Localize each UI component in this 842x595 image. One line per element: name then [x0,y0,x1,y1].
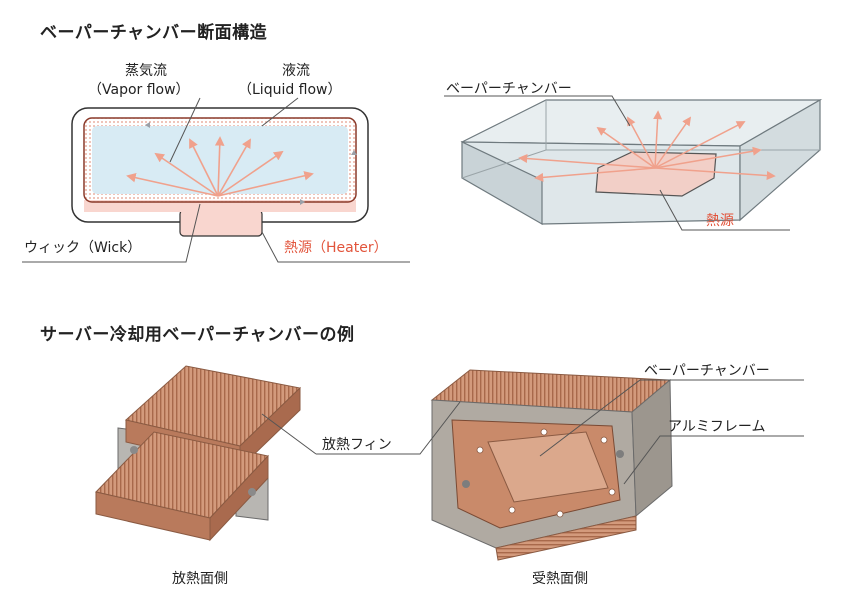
liquid-flow-sub: （Liquid flow） [238,82,342,98]
liquid-flow-label: 液流 [282,63,310,79]
section-title-structure: ベーパーチャンバー断面構造 [40,23,268,43]
heater-spread [84,200,356,212]
heatsink-photo-fin-side [95,365,302,542]
heater-label: 熱源（Heater） [284,240,388,256]
vc-label: ベーパーチャンバー [644,363,770,379]
caption-fin-side: 放熱面側 [172,571,228,587]
vapor-flow-label: 蒸気流 [125,63,167,79]
fin-label: 放熱フィン [322,437,392,453]
vapor-arrows-3d [518,110,776,182]
heatsink-photo-receive-side [430,369,673,561]
liquid-arrows [145,122,357,205]
section-title-example: サーバー冷却用ベーパーチャンバーの例 [40,325,355,345]
heater-block [179,209,263,237]
caption-receive-side: 受熱面側 [532,571,588,587]
vc-3d-label: ベーパーチャンバー [446,81,572,97]
vapor-arrows [126,136,314,197]
vapor-flow-sub: （Vapor flow） [88,82,190,98]
heat-source-3d-label: 熱源 [706,213,734,229]
frame-label: アルミフレーム [668,419,766,435]
wick-label: ウィック（Wick） [24,240,142,256]
